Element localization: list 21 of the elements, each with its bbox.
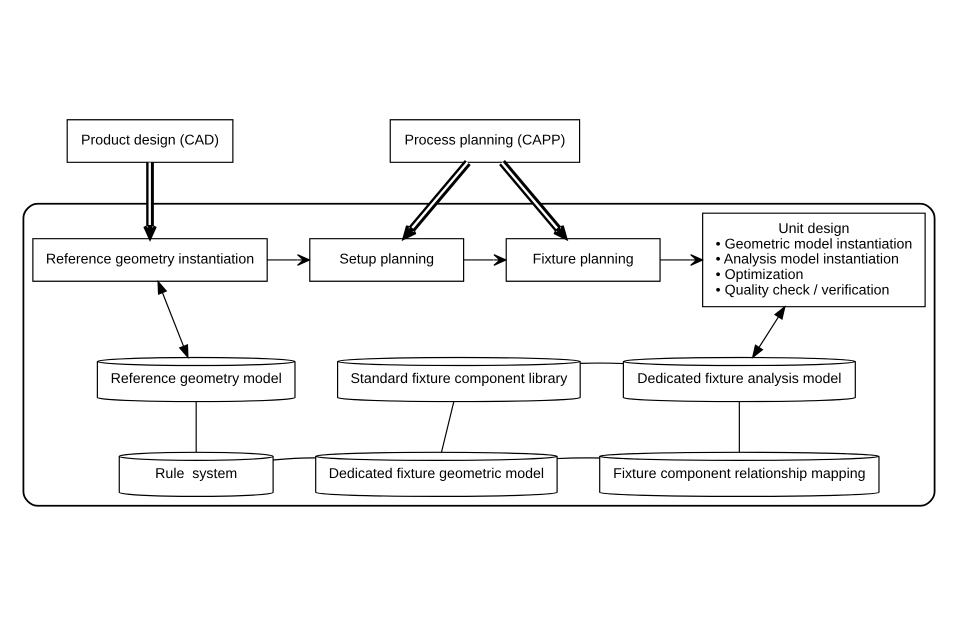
node-box: Product design (CAD) <box>66 119 233 163</box>
arrow <box>463 254 506 266</box>
connector <box>440 402 454 452</box>
connector <box>738 402 740 452</box>
cluster <box>22 202 935 507</box>
arrow <box>498 160 567 240</box>
node-box: Reference geometry instantiation <box>32 238 268 282</box>
arrow <box>156 280 188 360</box>
connector <box>580 362 623 364</box>
connector <box>556 457 599 460</box>
node-box: Unit design • Geometric model instantiation • Analysis model instantiation • Optimization • Quality check / verification <box>702 212 926 308</box>
node-box: Fixture planning <box>505 238 660 282</box>
node-box: Setup planning <box>308 238 464 282</box>
arrow <box>142 162 156 240</box>
connector <box>272 457 316 461</box>
arrow <box>266 254 310 266</box>
node-box: Process planning (CAPP) <box>389 119 580 163</box>
connector <box>195 402 196 452</box>
arrow <box>402 160 470 240</box>
arrow <box>751 305 786 359</box>
arrow <box>660 254 703 266</box>
